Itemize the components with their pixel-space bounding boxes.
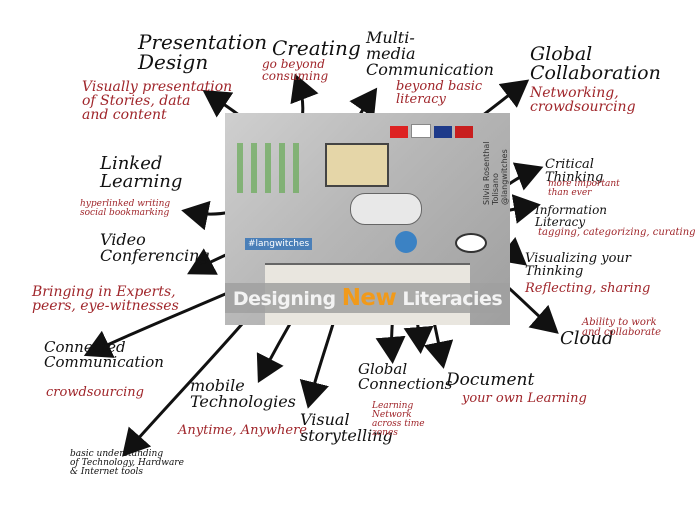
creating-desc: go beyond consuming bbox=[262, 57, 329, 83]
cloud-desc: Ability to work and collaborate bbox=[582, 317, 662, 338]
global-conn-title: Global Connections bbox=[358, 360, 453, 393]
video-title: Video Conferencing bbox=[100, 230, 210, 265]
multimedia-title: Multi- media Communication bbox=[366, 28, 494, 79]
video-desc: Bringing in Experts, peers, eye-witnesse… bbox=[32, 284, 179, 314]
document-desc: your own Learning bbox=[462, 391, 587, 406]
cloud-title: Cloud bbox=[560, 328, 614, 349]
visual-title: Visual storytelling bbox=[300, 410, 393, 445]
mobile-title: mobile Technologies bbox=[190, 376, 296, 411]
credit-text: Silvia Rosenthal Tolisano @langwitches bbox=[482, 141, 509, 205]
presentation-desc: Visually presentation of Stories, data a… bbox=[82, 79, 233, 123]
center-title: Designing New Literacies bbox=[225, 283, 510, 313]
info-desc: tagging, categorizing, curating bbox=[538, 227, 695, 238]
connected-title: Connected Communication bbox=[44, 338, 164, 371]
clouds-doodle bbox=[350, 193, 422, 225]
hashtag-label: #langwitches bbox=[245, 238, 313, 250]
global-collab-title: Global Collaboration bbox=[530, 43, 661, 84]
multimedia-desc: beyond basic literacy bbox=[396, 79, 483, 107]
visualizing-desc: Reflecting, sharing bbox=[525, 281, 651, 296]
people-doodle bbox=[237, 143, 307, 193]
info-title: Information Literacy bbox=[535, 203, 608, 229]
presentation-title: Presentation Design bbox=[138, 30, 268, 74]
critical-desc: more important than ever bbox=[548, 179, 620, 198]
basic-title: basic understanding of Technology, Hardw… bbox=[70, 449, 184, 477]
eye-icon bbox=[455, 233, 487, 253]
visualizing-title: Visualizing your Thinking bbox=[525, 251, 632, 279]
media-doodle bbox=[325, 143, 389, 187]
linked-desc: hyperlinked writing social bookmarking bbox=[80, 199, 171, 218]
critical-title: Critical Thinking bbox=[545, 157, 604, 185]
linked-title: Linked Learning bbox=[100, 153, 183, 192]
mobile-desc: Anytime, Anywhere bbox=[178, 423, 307, 438]
creating-title: Creating bbox=[272, 36, 361, 60]
flags-doodle bbox=[390, 123, 490, 143]
globe-icon bbox=[395, 231, 417, 253]
document-title: Document bbox=[446, 370, 535, 390]
global-conn-desc: Learning Network across time zones bbox=[372, 401, 425, 438]
center-collage: #langwitches Designing New Literacies bbox=[225, 113, 510, 325]
global-collab-desc: Networking, crowdsourcing bbox=[530, 85, 636, 115]
connected-desc: crowdsourcing bbox=[46, 385, 144, 400]
